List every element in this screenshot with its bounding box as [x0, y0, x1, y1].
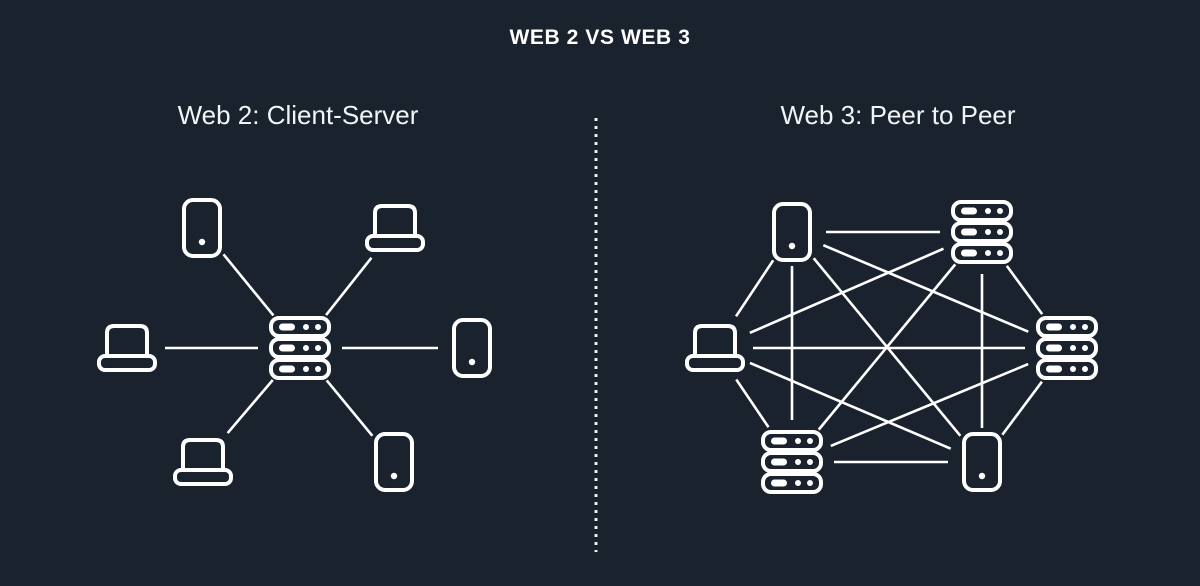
edge-web2-hub-to-laptop-bottom-left — [226, 379, 274, 434]
edge-web3-server-right-to-server-bottom-left — [830, 362, 1029, 448]
edge-web3-server-right-to-phone-bottom-right — [1001, 380, 1043, 436]
node-web3-server-right — [1036, 316, 1098, 380]
node-web3-phone-bottom-right — [962, 432, 1002, 492]
node-web3-server-top-right — [951, 200, 1013, 264]
server-icon — [269, 316, 331, 380]
edge-web2-hub-to-phone-bottom-right — [325, 379, 374, 437]
node-web2-phone-right — [452, 318, 492, 378]
node-web2-phone-bottom-right — [374, 432, 414, 492]
edge-web2-hub-to-laptop-top-right — [325, 256, 373, 316]
edges-layer — [165, 230, 1044, 464]
panel-title-web2: Web 2: Client-Server — [177, 100, 419, 130]
phone-icon — [374, 432, 414, 492]
edge-web3-server-top-right-to-server-right — [1005, 265, 1044, 315]
edge-web3-server-top-right-to-laptop-left — [749, 247, 944, 335]
panel-title-web3: Web 3: Peer to Peer — [780, 100, 1016, 130]
server-icon — [1036, 316, 1098, 380]
node-web2-server — [269, 316, 331, 380]
edge-web3-phone-bottom-right-to-laptop-left — [749, 361, 952, 450]
phone-icon — [182, 198, 222, 258]
edge-web3-server-bottom-left-to-laptop-left — [735, 378, 770, 428]
phone-icon — [772, 202, 812, 262]
node-web3-laptop-left — [685, 324, 745, 372]
laptop-icon — [173, 438, 233, 486]
node-web2-phone-top-left — [182, 198, 222, 258]
phone-icon — [962, 432, 1002, 492]
node-web3-server-bottom-left — [761, 430, 823, 494]
server-icon — [951, 200, 1013, 264]
edge-web3-phone-top-left-to-laptop-left — [734, 259, 775, 318]
nodes-layer — [97, 198, 1098, 494]
server-icon — [761, 430, 823, 494]
page-title: WEB 2 VS WEB 3 — [509, 26, 691, 49]
phone-icon — [452, 318, 492, 378]
node-web2-laptop-bottom-left — [173, 438, 233, 486]
laptop-icon — [685, 324, 745, 372]
node-web2-laptop-top-right — [365, 204, 425, 252]
node-web2-laptop-left — [97, 324, 157, 372]
edge-web3-phone-top-left-to-server-right — [822, 244, 1029, 333]
laptop-icon — [365, 204, 425, 252]
node-web3-phone-top-left — [772, 202, 812, 262]
laptop-icon — [97, 324, 157, 372]
edge-web2-hub-to-phone-top-left — [222, 253, 275, 317]
